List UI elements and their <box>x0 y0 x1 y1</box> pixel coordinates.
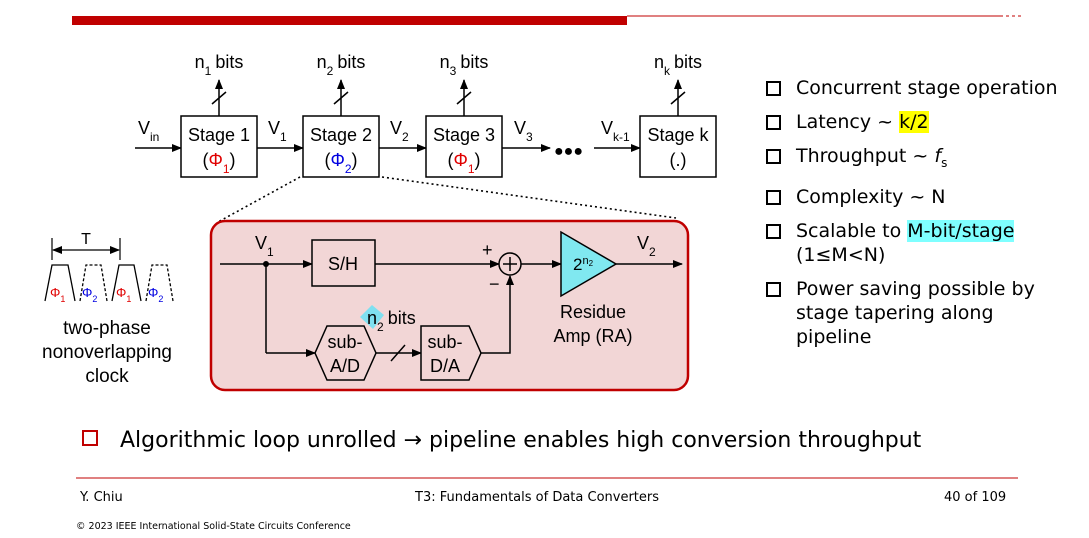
stage-k-label: Stage k <box>647 125 709 145</box>
takeaway-text: Algorithmic loop unrolled → pipeline ena… <box>120 428 922 453</box>
bullet-throughput: Throughput ~ fs <box>766 144 1066 175</box>
stage-k-bus-slash <box>670 91 686 105</box>
bullet-checkbox-icon <box>766 81 781 96</box>
bullet-text-tail: (1≤M<N) <box>796 243 886 266</box>
bullet-text: Power saving possible by stage tapering … <box>796 277 1035 348</box>
sum-minus-sign: − <box>489 274 500 294</box>
bullet-text: Throughput ~ fs <box>796 145 948 170</box>
signal-vk1: Vk-1 <box>601 118 630 144</box>
clock-phase-label-3: Φ1 <box>116 285 131 304</box>
sub-dac-label-2: D/A <box>430 356 460 376</box>
bullet-text: Concurrent stage operation <box>796 77 1058 99</box>
residue-amp-triangle <box>560 230 618 298</box>
sub-adc-label-1: sub- <box>327 332 362 352</box>
takeaway-checkbox-icon <box>82 430 98 446</box>
footer-title: T3: Fundamentals of Data Converters <box>415 490 660 505</box>
sample-hold-label: S/H <box>328 254 358 274</box>
bullet-latency: Latency ~ k/2 <box>766 110 1066 134</box>
bullet-checkbox-icon <box>766 223 781 239</box>
stage-2-bus-slash <box>333 91 349 105</box>
bullet-scalable: Scalable to M-bit/stage (1≤M<N) <box>766 219 1066 267</box>
main-takeaway: Algorithmic loop unrolled → pipeline ena… <box>82 428 921 453</box>
stage-3-bus-slash <box>456 91 472 105</box>
clock-phase-label-1: Φ1 <box>50 285 65 304</box>
mbit-highlight: M-bit/stage <box>907 219 1015 242</box>
clock-period-label: T <box>81 231 91 248</box>
sum-plus-sign: + <box>482 240 493 260</box>
adc-dac-bus-slash <box>390 344 406 362</box>
sub-dac-label-1: sub- <box>427 332 462 352</box>
zoom-line-left <box>217 176 301 223</box>
clock-caption-2: nonoverlapping <box>42 342 172 363</box>
title-bar-red <box>72 16 627 25</box>
bullet-text: Complexity ~ N <box>796 185 946 208</box>
bullet-checkbox-icon <box>766 149 781 164</box>
footer-page-number: 40 of 109 <box>944 490 1007 505</box>
bullet-concurrent: Concurrent stage operation <box>766 76 1066 100</box>
clock-phi1-pulse-2 <box>111 264 142 302</box>
bullet-power: Power saving possible by stage tapering … <box>766 277 1066 349</box>
signal-v2: V2 <box>390 118 409 144</box>
stage-2-box <box>302 115 380 178</box>
footer-copyright: © 2023 IEEE International Solid-State Ci… <box>76 521 351 532</box>
bullet-text: Scalable to <box>796 219 908 242</box>
bullet-complexity: Complexity ~ N <box>766 185 1066 209</box>
stage-1-box <box>180 115 258 178</box>
stage-1-bus-slash <box>211 91 227 105</box>
stage-k-box <box>639 115 717 178</box>
footer-author: Y. Chiu <box>80 490 123 505</box>
bits-highlight <box>360 305 384 329</box>
stage-1-label: Stage 1 <box>188 125 250 145</box>
latency-highlight: k/2 <box>899 111 929 133</box>
sample-hold-box <box>311 239 376 287</box>
bullet-list: Concurrent stage operation Latency ~ k/2… <box>766 76 1066 359</box>
stage-2-label: Stage 2 <box>310 125 372 145</box>
clock-phi1-pulse-1 <box>44 264 76 302</box>
clock-phase-label-4: Φ2 <box>148 285 163 304</box>
dac-to-sum-wire <box>481 275 514 354</box>
sub-dac-block <box>420 325 482 381</box>
sub-adc-label-2: A/D <box>330 356 360 376</box>
bullet-checkbox-icon <box>766 281 781 297</box>
bullet-checkbox-icon <box>766 189 781 205</box>
bullet-checkbox-icon <box>766 115 781 130</box>
stage-k-phase: (.) <box>670 150 687 170</box>
residue-amp-label-2: Amp (RA) <box>553 326 632 346</box>
clock-caption-3: clock <box>85 366 129 387</box>
signal-v1: V1 <box>268 118 287 144</box>
clock-phase-label-2: Φ2 <box>82 285 97 304</box>
residue-amp-label-1: Residue <box>560 302 626 322</box>
clock-caption-1: two-phase <box>63 318 151 339</box>
signal-vin: Vin <box>138 118 159 144</box>
stage-3-label: Stage 3 <box>433 125 495 145</box>
zoom-line-right <box>381 176 677 219</box>
ellipsis-dots: ●●● <box>554 143 583 160</box>
signal-v3: V3 <box>514 118 533 144</box>
bullet-text: Latency ~ <box>796 111 900 133</box>
